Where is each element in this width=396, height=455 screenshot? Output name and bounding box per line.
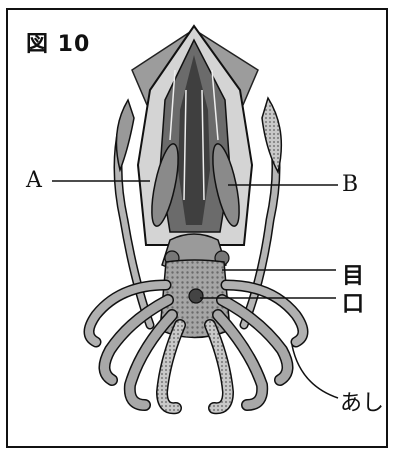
label-a: A — [26, 168, 42, 193]
left-tentacle-club — [116, 100, 134, 170]
mouth — [189, 289, 203, 303]
leader-legs — [292, 345, 338, 398]
label-legs: あし — [340, 385, 384, 417]
label-mouth: 口 — [342, 286, 364, 318]
label-b: B — [342, 172, 358, 197]
